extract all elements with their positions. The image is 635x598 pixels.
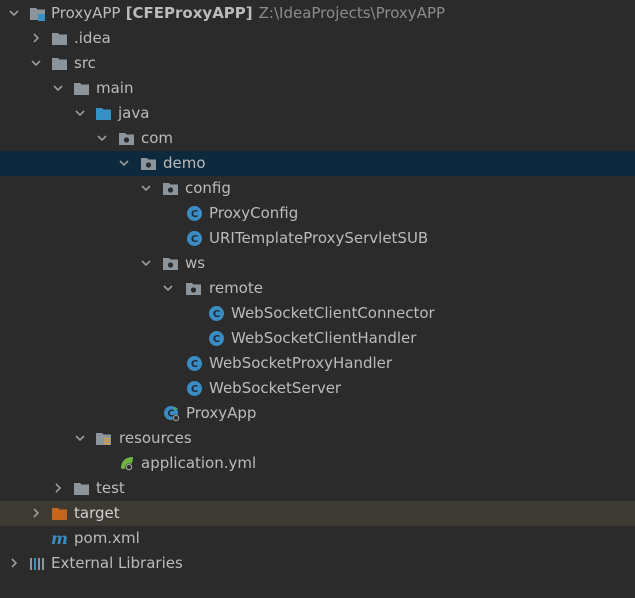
tree-node-ws-proxy-handler[interactable]: WebSocketProxyHandler	[0, 351, 635, 376]
project-folder-icon	[29, 5, 46, 22]
package-icon	[162, 255, 179, 272]
resources-folder-icon	[95, 430, 112, 447]
chevron-right-icon[interactable]	[52, 482, 64, 494]
tree-node-target[interactable]: target	[0, 501, 635, 526]
tree-node-idea[interactable]: .idea	[0, 26, 635, 51]
node-label: src	[74, 54, 96, 72]
tree-node-ws-client-handler[interactable]: WebSocketClientHandler	[0, 326, 635, 351]
node-label: com	[141, 129, 174, 147]
class-icon	[186, 230, 203, 247]
class-icon	[208, 330, 225, 347]
node-label: demo	[163, 154, 206, 172]
tree-node-demo[interactable]: demo	[0, 151, 635, 176]
node-label: WebSocketServer	[209, 379, 342, 397]
spring-boot-class-icon	[163, 405, 180, 422]
node-label: URITemplateProxyServletSUB	[209, 229, 429, 247]
chevron-down-icon[interactable]	[74, 432, 86, 444]
node-label: ProxyApp	[186, 404, 257, 422]
excluded-folder-icon	[51, 505, 68, 522]
spring-config-icon	[118, 455, 135, 472]
tree-node-test[interactable]: test	[0, 476, 635, 501]
tree-node-java[interactable]: java	[0, 101, 635, 126]
tree-node-remote[interactable]: remote	[0, 276, 635, 301]
node-label: ws	[185, 254, 206, 272]
class-icon	[186, 380, 203, 397]
node-label: External Libraries	[51, 554, 183, 572]
node-label: .idea	[74, 29, 111, 47]
node-label: ProxyConfig	[209, 204, 299, 222]
tree-node-external-libraries[interactable]: External Libraries	[0, 551, 635, 576]
folder-icon	[73, 480, 90, 497]
tree-node-main[interactable]: main	[0, 76, 635, 101]
node-label: target	[74, 504, 120, 522]
tree-node-src[interactable]: src	[0, 51, 635, 76]
tree-node-resources[interactable]: resources	[0, 426, 635, 451]
chevron-right-icon[interactable]	[30, 507, 42, 519]
chevron-down-icon[interactable]	[8, 7, 20, 19]
chevron-down-icon[interactable]	[140, 257, 152, 269]
tree-node-com[interactable]: com	[0, 126, 635, 151]
class-icon	[186, 205, 203, 222]
node-label: config	[185, 179, 231, 197]
tree-node-uri-template[interactable]: URITemplateProxyServletSUB	[0, 226, 635, 251]
node-label: pom.xml	[74, 529, 140, 547]
tree-node-ws-client-connector[interactable]: WebSocketClientConnector	[0, 301, 635, 326]
tree-node-pom[interactable]: pom.xml	[0, 526, 635, 551]
chevron-down-icon[interactable]	[52, 82, 64, 94]
node-label: test	[96, 479, 125, 497]
chevron-down-icon[interactable]	[140, 182, 152, 194]
node-label: java	[118, 104, 150, 122]
tree-node-proxy-config[interactable]: ProxyConfig	[0, 201, 635, 226]
maven-icon	[51, 530, 68, 547]
tree-node-config[interactable]: config	[0, 176, 635, 201]
project-name: ProxyAPP	[51, 4, 121, 22]
chevron-down-icon[interactable]	[162, 282, 174, 294]
node-label: remote	[209, 279, 263, 297]
node-label: WebSocketClientConnector	[231, 304, 435, 322]
tree-node-application-yml[interactable]: application.yml	[0, 451, 635, 476]
chevron-right-icon[interactable]	[8, 557, 20, 569]
project-label: ProxyAPP [CFEProxyAPP] Z:\IdeaProjects\Pr…	[51, 1, 445, 26]
node-label: main	[96, 79, 134, 97]
node-label: WebSocketClientHandler	[231, 329, 417, 347]
folder-icon	[51, 30, 68, 47]
tree-node-ws[interactable]: ws	[0, 251, 635, 276]
package-icon	[140, 155, 157, 172]
node-label: resources	[119, 429, 192, 447]
folder-icon	[51, 55, 68, 72]
chevron-right-icon[interactable]	[30, 32, 42, 44]
tree-node-proxy-app[interactable]: ProxyApp	[0, 401, 635, 426]
class-icon	[208, 305, 225, 322]
tree-node-ws-server[interactable]: WebSocketServer	[0, 376, 635, 401]
node-label: WebSocketProxyHandler	[209, 354, 393, 372]
chevron-down-icon[interactable]	[96, 132, 108, 144]
chevron-down-icon[interactable]	[118, 157, 130, 169]
package-icon	[118, 130, 135, 147]
node-label: application.yml	[141, 454, 257, 472]
package-icon	[185, 280, 202, 297]
package-icon	[162, 180, 179, 197]
chevron-down-icon[interactable]	[74, 107, 86, 119]
chevron-down-icon[interactable]	[30, 57, 42, 69]
folder-icon	[73, 80, 90, 97]
tree-node-project-root[interactable]: ProxyAPP [CFEProxyAPP] Z:\IdeaProjects\Pr…	[0, 1, 635, 26]
class-icon	[186, 355, 203, 372]
project-module: [CFEProxyAPP]	[125, 4, 253, 22]
project-path: Z:\IdeaProjects\ProxyAPP	[258, 4, 446, 22]
libraries-icon	[28, 555, 45, 572]
source-folder-icon	[95, 105, 112, 122]
